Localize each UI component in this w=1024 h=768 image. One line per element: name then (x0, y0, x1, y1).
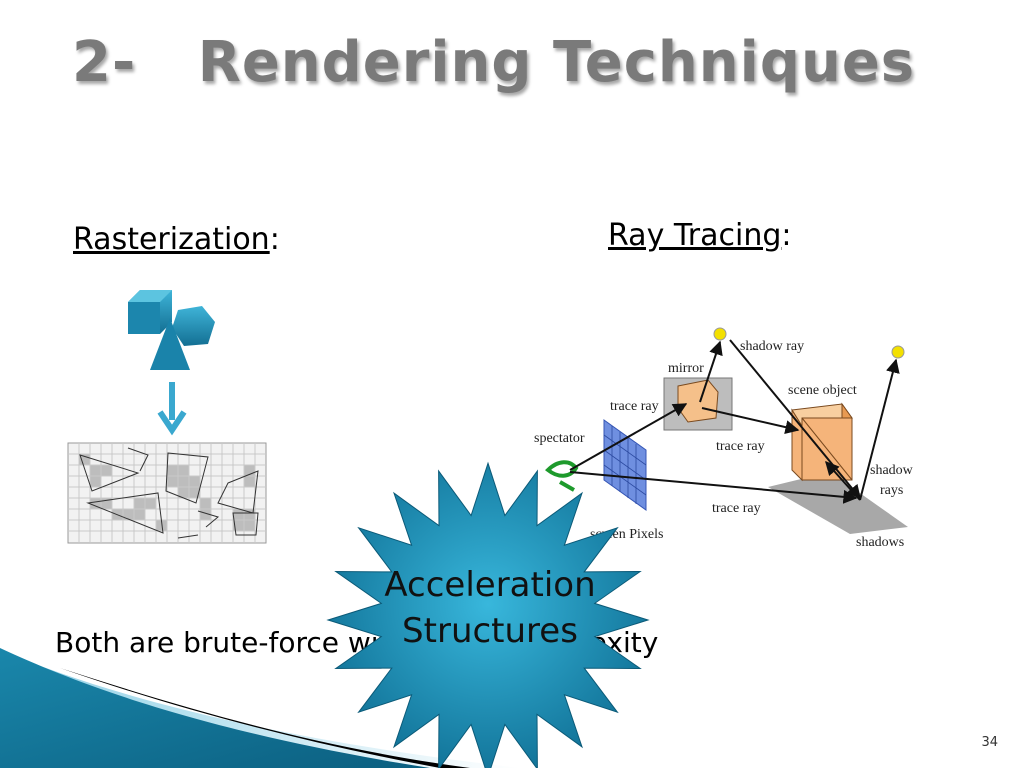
raster-grid-image (67, 442, 267, 544)
shadow-floor (768, 472, 908, 534)
rasterization-heading-colon: : (269, 222, 280, 257)
label-scene-object: scene object (788, 383, 857, 398)
label-trace-ray-3: trace ray (712, 501, 761, 516)
ray-tracing-heading: Ray Tracing: (608, 218, 792, 253)
page-number: 34 (981, 735, 998, 750)
label-trace-ray-2: trace ray (716, 439, 765, 454)
ray-tracing-heading-colon: : (781, 218, 792, 253)
label-mirror: mirror (668, 361, 704, 376)
label-spectator: spectator (534, 431, 585, 446)
slide-title: 2- Rendering Techniques (72, 30, 916, 95)
label-trace-ray-1: trace ray (610, 399, 659, 414)
decorative-swoosh (0, 648, 520, 768)
starburst-line-2: Structures (402, 611, 578, 651)
starburst-text: Acceleration Structures (360, 562, 620, 654)
rasterization-heading-text: Rasterization (73, 222, 270, 257)
label-shadows: shadows (856, 535, 904, 550)
ray-tracing-diagram: shadow ray mirror scene object trace ray… (534, 327, 914, 550)
label-shadow-rays-line1: shadow (870, 463, 914, 478)
starburst-line-1: Acceleration (384, 565, 596, 605)
ray-tracing-heading-text: Ray Tracing (608, 218, 782, 253)
down-arrow-icon (157, 382, 187, 436)
light-source-1 (713, 327, 727, 341)
label-shadow-rays-line2: rays (880, 483, 903, 498)
rasterization-heading: Rasterization: (73, 222, 280, 257)
starburst-callout (326, 461, 650, 768)
label-shadow-ray: shadow ray (740, 339, 804, 354)
screen-pixels-grid (603, 419, 647, 511)
eye-icon (545, 460, 579, 492)
shapes-icon (128, 290, 215, 370)
scene-object-cube (791, 402, 853, 482)
light-source-2 (891, 345, 905, 359)
